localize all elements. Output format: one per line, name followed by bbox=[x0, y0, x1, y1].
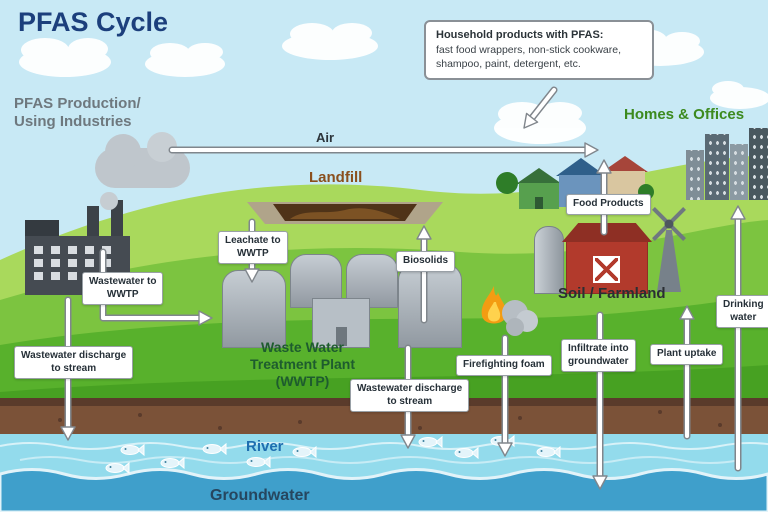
factory-chimney-icon bbox=[87, 206, 99, 238]
foam-smoke-icon bbox=[502, 300, 538, 336]
page-title: PFAS Cycle bbox=[18, 7, 169, 37]
label-wastewater-discharge-left: Wastewater discharge to stream bbox=[14, 346, 134, 379]
barn-door bbox=[593, 256, 620, 283]
label-plant-uptake: Plant uptake bbox=[650, 344, 724, 365]
label-biosolids: Biosolids bbox=[396, 251, 456, 272]
house-roof bbox=[602, 156, 648, 172]
label-landfill: Landfill bbox=[309, 169, 363, 186]
factory-window bbox=[51, 246, 60, 254]
label-infiltrate-groundwater: Infiltrate into groundwater bbox=[561, 339, 636, 372]
factory-window bbox=[68, 272, 77, 280]
water bbox=[0, 434, 768, 512]
label-soil-farmland: Soil / Farmland bbox=[558, 285, 666, 302]
office-building-icon bbox=[686, 150, 704, 200]
label-industries: PFAS Production/ Using Industries bbox=[14, 95, 141, 130]
label-wastewater-discharge-center: Wastewater discharge to stream bbox=[350, 379, 470, 412]
factory-window bbox=[34, 259, 43, 267]
office-building-icon bbox=[730, 144, 748, 200]
windmill-blades-icon bbox=[647, 202, 691, 246]
landfill-icon bbox=[247, 202, 443, 224]
house-roof bbox=[556, 158, 606, 176]
factory-window bbox=[51, 259, 60, 267]
wwtp-tank-icon bbox=[222, 270, 286, 348]
windmill-hub bbox=[664, 219, 674, 229]
household-products-title: Household products with PFAS: bbox=[436, 29, 604, 41]
house-door bbox=[535, 197, 543, 209]
factory-window bbox=[85, 259, 94, 267]
label-air: Air bbox=[315, 130, 335, 145]
label-leachate-to-wwtp: Leachate to WWTP bbox=[218, 231, 288, 264]
factory-window bbox=[85, 246, 94, 254]
label-river: River bbox=[246, 438, 284, 455]
tree-icon bbox=[496, 172, 518, 194]
label-food-products: Food Products bbox=[566, 194, 651, 215]
label-homes-offices: Homes & Offices bbox=[624, 106, 745, 123]
factory-window bbox=[34, 272, 43, 280]
smoke-cloud-icon bbox=[95, 132, 190, 188]
office-building-icon bbox=[705, 134, 729, 200]
smoke-puff-icon bbox=[100, 192, 118, 210]
factory-window bbox=[102, 259, 111, 267]
label-wastewater-to-wwtp: Wastewater to WWTP bbox=[82, 272, 164, 305]
wwtp-tank-icon bbox=[398, 264, 462, 348]
office-building-icon bbox=[749, 128, 768, 200]
factory-window bbox=[68, 259, 77, 267]
household-products-box: Household products with PFAS: fast food … bbox=[424, 20, 654, 81]
label-firefighting-foam: Firefighting foam bbox=[456, 355, 552, 376]
fish-icons bbox=[105, 434, 561, 475]
label-groundwater: Groundwater bbox=[210, 487, 310, 504]
factory-window bbox=[51, 272, 60, 280]
factory-window bbox=[102, 246, 111, 254]
groundwater-layer bbox=[0, 468, 768, 512]
label-drinking-water: Drinking water bbox=[716, 295, 768, 328]
barn-roof bbox=[562, 223, 652, 242]
factory-window bbox=[34, 246, 43, 254]
factory-window bbox=[68, 246, 77, 254]
house-body bbox=[519, 183, 559, 209]
silo-icon bbox=[534, 226, 564, 294]
household-products-body: fast food wrappers, non-stick cookware, … bbox=[436, 44, 622, 70]
